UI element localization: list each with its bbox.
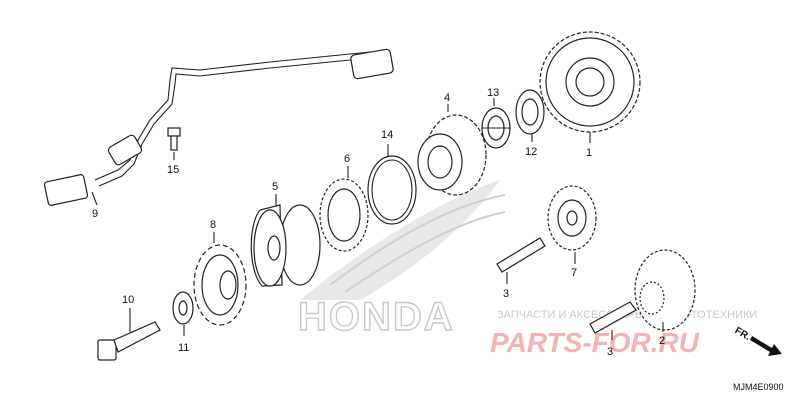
leader-9 — [91, 191, 98, 206]
part-11-washer — [172, 291, 194, 325]
callout-11: 11 — [178, 342, 189, 354]
callout-2: 2 — [659, 335, 665, 347]
front-direction-indicator: FR. — [733, 325, 782, 356]
part-8-sprocket — [193, 244, 247, 326]
front-arrow-icon — [750, 336, 782, 356]
callout-10: 10 — [122, 294, 134, 306]
part-13-needle-bearing — [481, 107, 511, 149]
callout-3-lower: 3 — [607, 346, 613, 358]
callout-6: 6 — [344, 153, 350, 165]
callout-15: 15 — [167, 164, 179, 176]
part-4-starter-gear — [417, 114, 487, 196]
part-3-shaft-lower — [589, 301, 637, 334]
callout-14: 14 — [381, 129, 393, 141]
part-6-one-way-clutch — [319, 178, 369, 252]
part-3-shaft-upper — [496, 237, 546, 273]
part-5-clutch-outer — [250, 204, 321, 287]
part-1-starter-driven-gear — [539, 31, 641, 133]
part-15-bolt — [167, 127, 181, 151]
callout-9: 9 — [92, 208, 98, 220]
honda-watermark-text: HONDA — [298, 295, 455, 339]
callout-7: 7 — [571, 267, 577, 279]
callout-3-upper: 3 — [503, 288, 509, 300]
diagram-code: MJM4E0900 — [733, 382, 784, 392]
callout-5: 5 — [272, 181, 278, 193]
part-2-idle-gear — [634, 249, 696, 331]
callout-13: 13 — [487, 87, 499, 99]
honda-wing-watermark — [300, 180, 506, 300]
part-9-wire-harness — [43, 48, 394, 206]
front-direction-label: FR. — [733, 325, 753, 343]
callout-12: 12 — [525, 146, 537, 158]
callout-8: 8 — [210, 219, 216, 231]
part-7-reduction-gear — [547, 185, 597, 251]
callout-4: 4 — [444, 92, 450, 104]
part-10-flange-bolt — [97, 321, 161, 361]
callout-1: 1 — [586, 147, 592, 159]
part-14-snap-ring — [367, 155, 417, 225]
part-12-washer — [515, 89, 545, 135]
